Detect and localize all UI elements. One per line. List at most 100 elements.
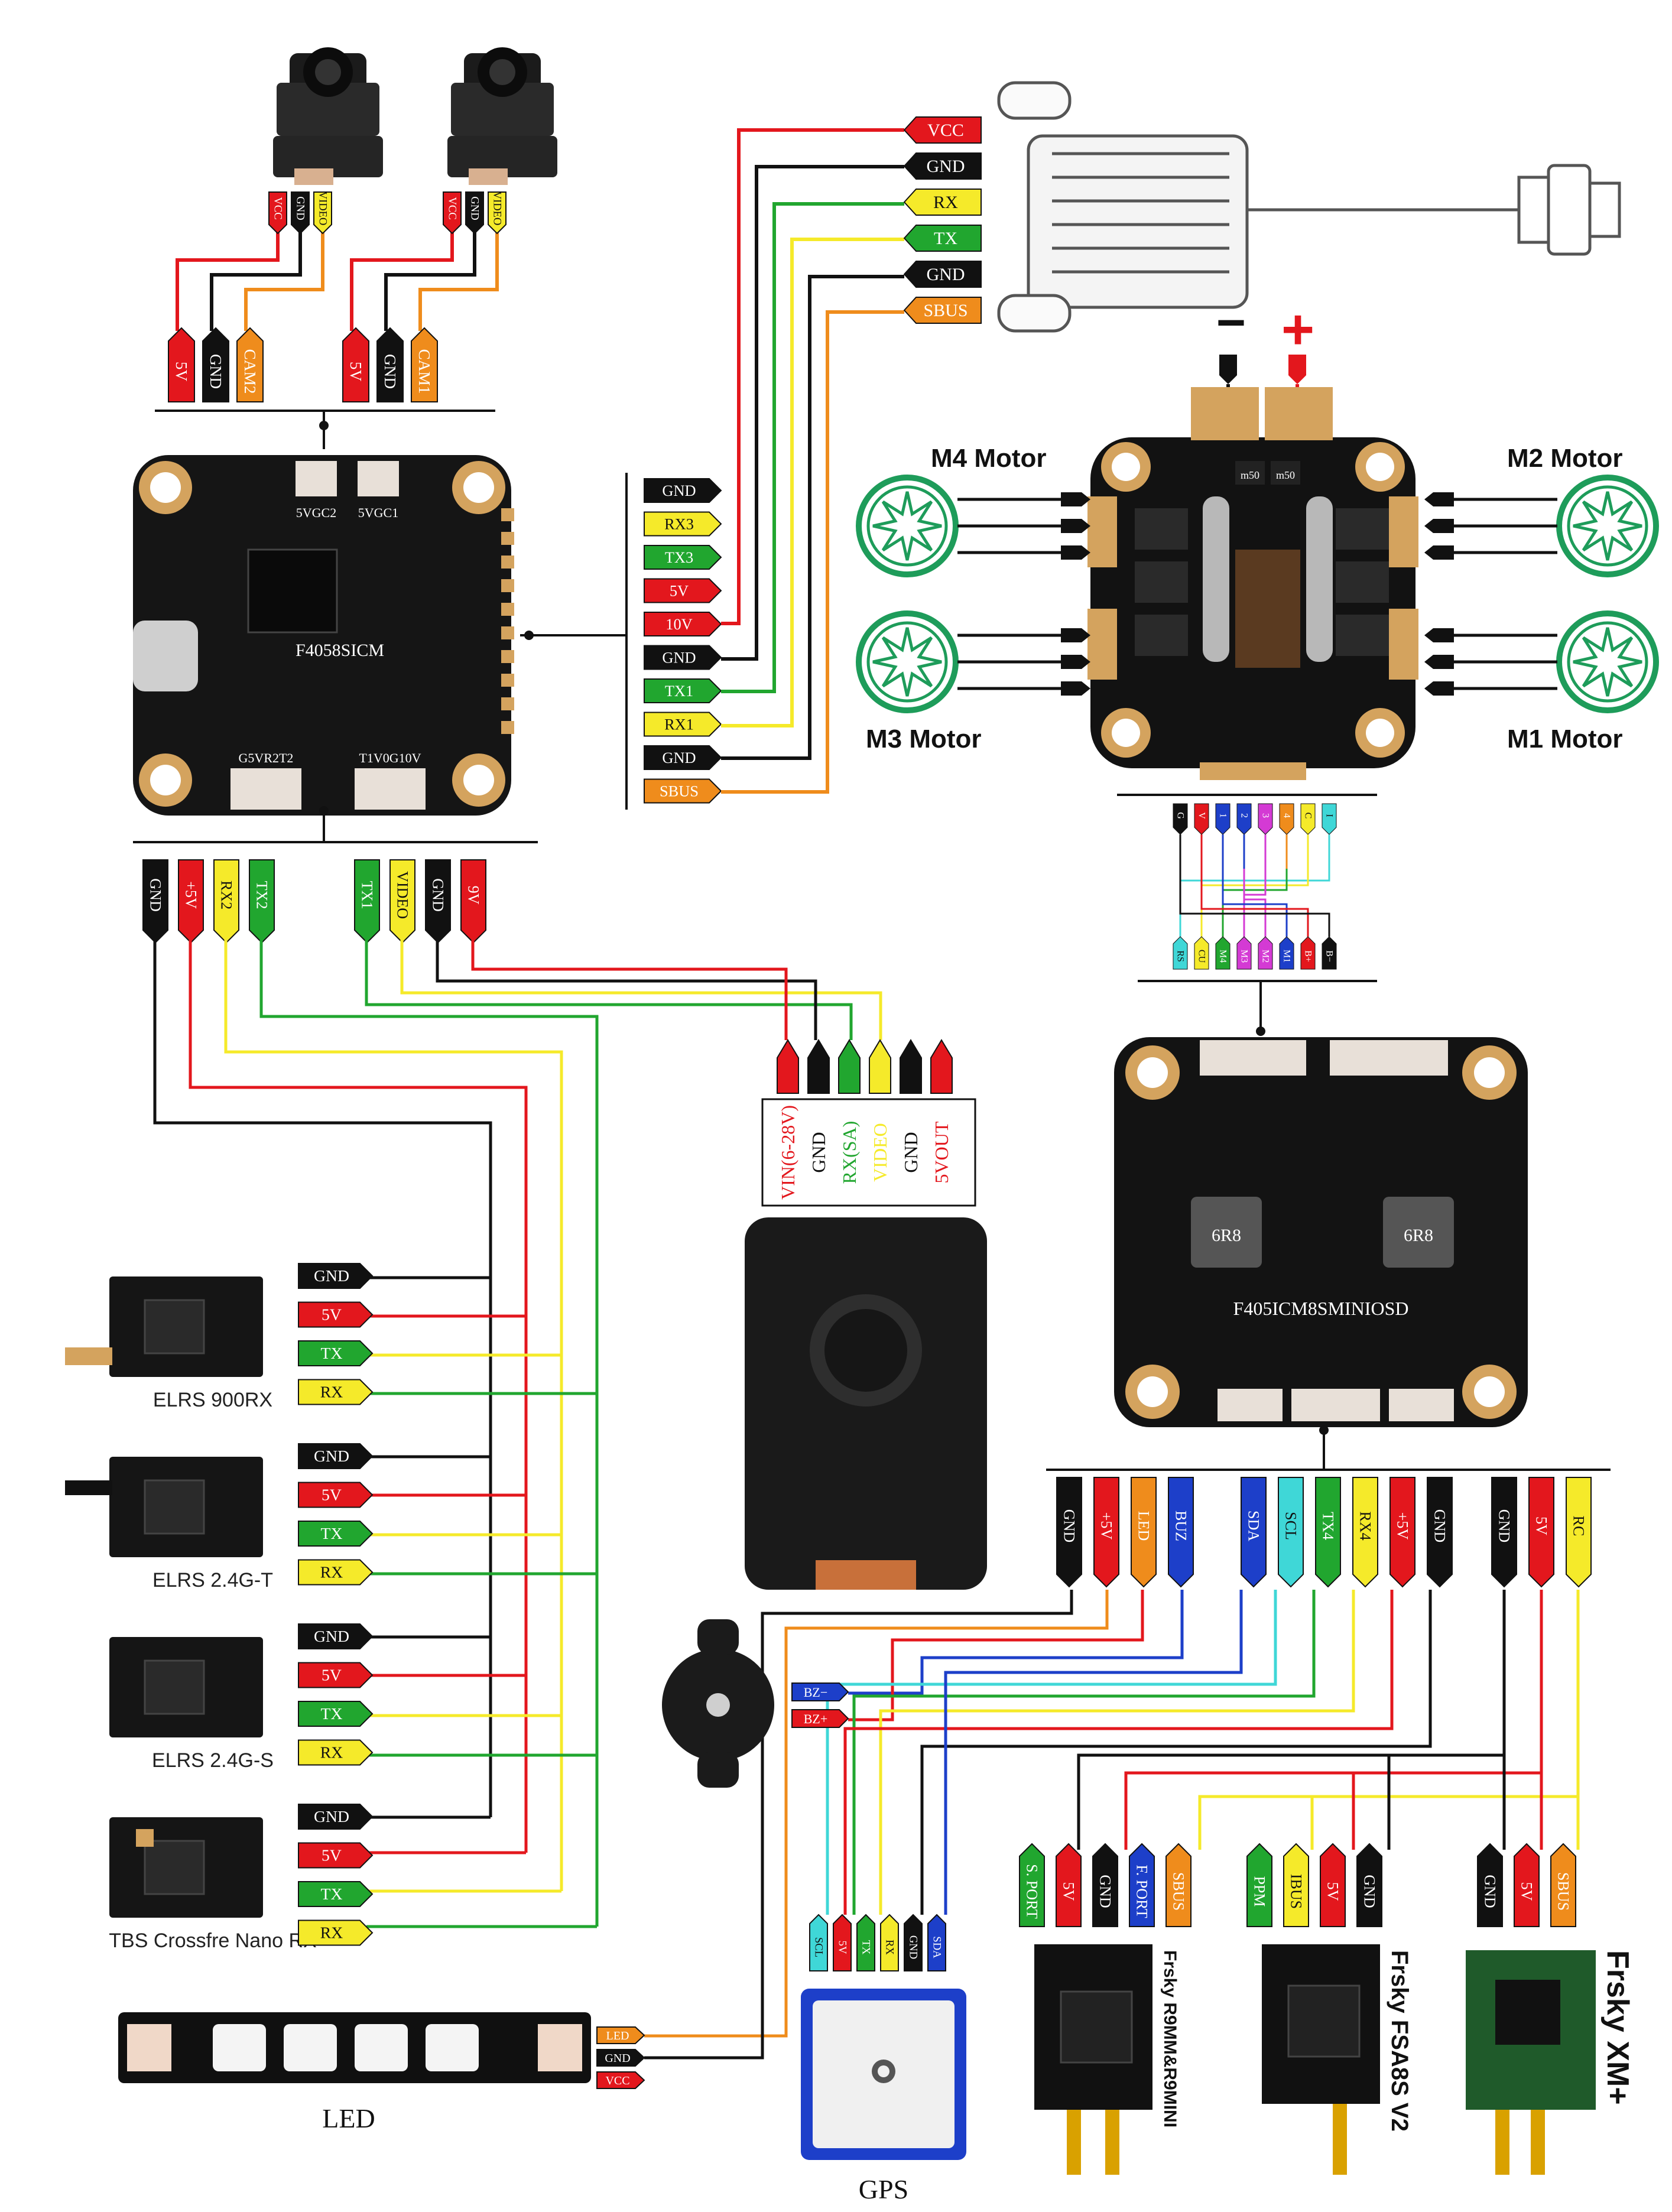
led-strip (118, 2012, 591, 2083)
buzzer (662, 1619, 774, 1788)
fc2-group3-gnd-0-text: GND (1496, 1509, 1513, 1542)
vtx-module-plug-1 (807, 1039, 830, 1094)
vtx-top-tag-rx-2: RX (903, 189, 982, 216)
fc-right-pin-rx1-7: RX1 (644, 712, 722, 737)
fc-connector-bottom-right: T1V0G10V (359, 751, 421, 765)
cam2-tag-cam2-2: CAM2 (236, 327, 264, 402)
vtx-top-tag-text-4: GND (927, 265, 965, 284)
motor-label-m3: M3 Motor (866, 725, 982, 753)
fc2-group3-gnd-0: GND (1491, 1477, 1517, 1588)
cam2-tag-gnd-1: GND (202, 327, 229, 402)
esc-top-pin-4: 3 (1258, 803, 1273, 869)
vtx-top-tag-text-2: RX (933, 193, 958, 212)
motor-label-m4: M4 Motor (931, 444, 1047, 473)
cam1-pin-gnd-1-text: GND (469, 196, 481, 220)
receiver-name-2: ELRS 2.4G-S (152, 1749, 274, 1772)
cam1-tag-cam1-2: CAM1 (411, 327, 438, 402)
frsky-fsa8s-pin-gnd-3: GND (1356, 1843, 1382, 1927)
receiver-name-0: ELRS 900RX (153, 1389, 272, 1411)
fc-bottom-left-tag-5v-1-text: +5V (183, 881, 200, 909)
fc-right-pin-tx1-6: TX1 (644, 678, 722, 703)
fc-bottom-right-tag-9v-3: 9V (460, 859, 486, 944)
fc-bottom-right-tag-video-1-text: VIDEO (394, 871, 411, 919)
fc-connector-bottom-left: G5VR2T2 (239, 751, 294, 765)
frsky-r9mm-pin-f-port-3-text: F. PORT (1134, 1865, 1151, 1918)
esc-bottom-pin-text-4: M2 (1261, 950, 1271, 963)
esc-top-pin-3: 2 (1236, 803, 1252, 869)
frsky-xm-pin-5v-1-text: 5V (1518, 1882, 1535, 1901)
cam2-pin-video-2-text: VIDEO (317, 191, 329, 226)
motor-3-icon (856, 610, 1090, 713)
esc-top-pin-7: I (1322, 803, 1337, 869)
fc2-group1-gnd-0: GND (1056, 1477, 1082, 1588)
esc-top-pin-text-0: G (1176, 812, 1186, 819)
frsky-boards (1034, 1944, 1596, 2175)
vtx-top-tag-gnd-1: GND (903, 152, 982, 180)
fc2-group2-gnd-5-text: GND (1431, 1509, 1449, 1542)
fc-bottom-left-tag-rx2-2-text: RX2 (218, 881, 235, 910)
vtx-module-plug-3 (869, 1039, 891, 1094)
buzzer-pin-text-0: BZ− (804, 1685, 828, 1700)
esc-top-pin-text-4: 3 (1261, 813, 1271, 818)
esc-top-pin-text-3: 2 (1239, 813, 1249, 818)
frsky-xm-pin-sbus-2: SBUS (1550, 1843, 1576, 1927)
led-pin-text-0: LED (606, 2029, 629, 2042)
fc-right-pin-10v-4-text: 10V (665, 615, 692, 633)
vtx-module-pin-gnd-1: GND (808, 1132, 829, 1172)
fc-right-pin-gnd-5: GND (644, 645, 722, 670)
gps-pin-tx-2-text: TX (860, 1940, 872, 1955)
fc2-group2-scl-1: SCL (1278, 1477, 1304, 1588)
gps-label: GPS (859, 2174, 908, 2204)
fc-bottom-left-tag-rx2-2: RX2 (213, 859, 239, 944)
frsky-r9mm-pin-s-port-0: S. PORT (1019, 1843, 1045, 1927)
frsky-fsa8s-pin-5v-2-text: 5V (1324, 1882, 1342, 1901)
vtx-top-tag-text-1: GND (927, 157, 965, 176)
receiver-1-pin-rx: RX (298, 1559, 374, 1586)
cam1-pin-gnd-1: GND (465, 191, 484, 235)
cam2-pin-vcc-0-text: VCC (272, 197, 284, 219)
fc2-group1-buz-3: BUZ (1168, 1477, 1194, 1588)
esc-bottom-pin-3: M3 (1236, 869, 1267, 970)
led-pin-text-2: VCC (605, 2074, 629, 2087)
fc-right-pin-tx3-2: TX3 (644, 545, 722, 570)
esc-bottom-pin-1: CU (1194, 869, 1309, 970)
esc-top-pin-5: 4 (1279, 803, 1294, 869)
esc-top-pin-6: C (1300, 803, 1316, 869)
frsky-fsa8s-pin-ppm-0-text: PPM (1251, 1876, 1268, 1906)
gps-pin-sda-5-text: SDA (931, 1936, 943, 1958)
led-pin-vcc: VCC (596, 2071, 645, 2089)
motor-label-m1: M1 Motor (1507, 725, 1623, 753)
esc-bottom-pin-text-3: M3 (1239, 950, 1249, 963)
fc-connector-cam2: 5VGC2 (296, 505, 336, 520)
frsky-fsa8s-pin-ppm-0: PPM (1246, 1843, 1272, 1927)
receiver-bus-wires (153, 940, 599, 1928)
frsky-xm-pin-gnd-0: GND (1477, 1843, 1503, 1927)
vtx-module-plug-4 (900, 1039, 922, 1094)
frsky-r9mm-pin-sbus-4: SBUS (1165, 1843, 1191, 1927)
cam1-pin-video-2-text: VIDEO (491, 191, 504, 226)
fc-bottom-right-tag-gnd-2-text: GND (430, 878, 447, 911)
vtx-top-tag-tx-3: TX (903, 225, 982, 252)
fc-bottom-right-tag-tx1-0: TX1 (354, 859, 380, 944)
fc-bottom-left-tag-gnd-0-text: GND (147, 878, 164, 911)
motor-label-m2: M2 Motor (1507, 444, 1623, 473)
esc-top-pin-text-1: V (1197, 812, 1207, 819)
receiver-3-pin-gnd: GND (298, 1804, 374, 1830)
frsky-r9mm-pin-f-port-3: F. PORT (1129, 1843, 1155, 1927)
cam1-tag-5v-0: 5V (342, 327, 369, 402)
camera-cam2 (273, 47, 383, 185)
fc2-downstream-wires (644, 1590, 1580, 2060)
esc-board: m50 m50 (1087, 387, 1418, 780)
fc2-group3-rc-2-text: RC (1570, 1516, 1587, 1537)
receiver-0-pin-5v: 5V (298, 1301, 374, 1328)
esc-bottom-pin-text-2: M4 (1218, 950, 1228, 963)
fc2-inductor-1: 6R8 (1212, 1226, 1241, 1245)
led-label: LED (322, 2103, 375, 2133)
vtx-top-tag-text-5: SBUS (923, 301, 968, 320)
